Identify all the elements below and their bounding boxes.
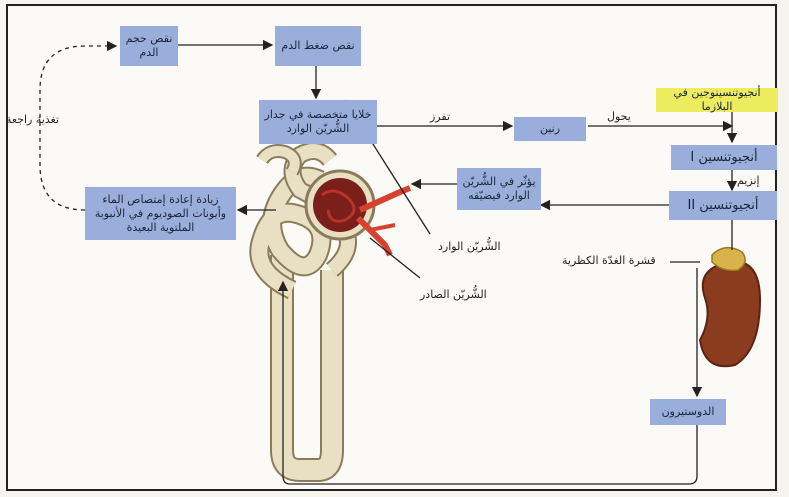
adrenal-cortex-label: قشرة الغدّة الكظرية — [562, 254, 656, 267]
nephron-illustration — [259, 151, 410, 470]
angiotensin-2-box: أنجيوتنسين II — [669, 191, 777, 220]
low-blood-pressure-box: نقص ضغط الدم — [275, 26, 361, 66]
increase-reabsorption-box: زيادة إعادة إمتصاص الماء وأيونات الصوديو… — [85, 187, 236, 240]
low-blood-volume-box: نقص حجم الدم — [120, 26, 178, 66]
feedback-label: تغذية راجعة — [6, 113, 59, 126]
enzyme-label: إنزيم — [737, 174, 760, 187]
angiotensinogen-box: أنجيوتنسينوجين في البلازما — [656, 88, 778, 112]
aldosterone-box: الدوستيرون — [650, 399, 726, 425]
afferent-arteriole-label: الشُّريّن الوارد — [438, 240, 501, 253]
converts-label: يحول — [607, 110, 631, 123]
efferent-arteriole-label: الشُّريّن الصادر — [420, 288, 487, 301]
secretes-label: تفرز — [430, 110, 450, 123]
acts-on-arteriole-box: يؤثّر في الشُّريّن الوارد فيضيّقه — [457, 168, 541, 210]
specialized-cells-box: خلايا متخصصة في جدار الشُّريّن الوارد — [259, 100, 377, 144]
kidney-illustration — [700, 248, 760, 367]
renin-box: رنين — [514, 117, 586, 141]
angiotensin-1-box: أنجيوتنسين I — [671, 145, 777, 170]
